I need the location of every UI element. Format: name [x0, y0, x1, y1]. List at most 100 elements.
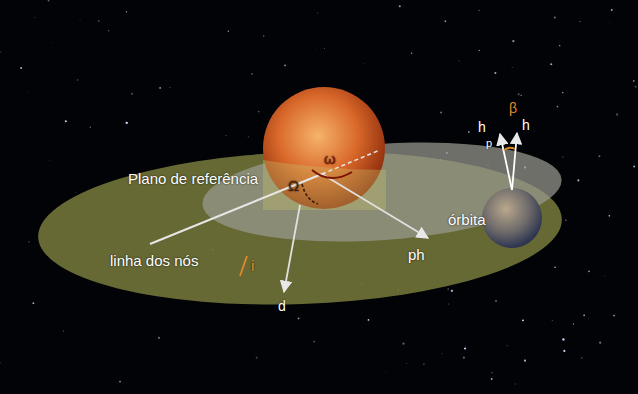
star: [423, 363, 425, 365]
star: [317, 12, 319, 14]
star: [169, 87, 171, 89]
star: [251, 73, 253, 75]
star: [464, 345, 466, 347]
star: [263, 123, 265, 125]
star: [581, 357, 582, 358]
star: [464, 347, 466, 349]
star: [633, 166, 635, 168]
star: [402, 343, 404, 345]
star: [495, 300, 496, 301]
star: [565, 220, 566, 221]
star: [608, 215, 610, 217]
star: [0, 362, 1, 363]
star: [478, 10, 479, 11]
star: [256, 357, 258, 359]
hp-subscript: p: [486, 137, 492, 150]
star: [603, 275, 605, 277]
star: [599, 155, 601, 157]
inclination-mark: [240, 256, 247, 276]
star: [491, 378, 493, 380]
hp-label: h: [478, 119, 486, 135]
star: [517, 93, 519, 95]
star: [491, 372, 492, 373]
star: [90, 127, 91, 128]
star: [633, 80, 635, 82]
star: [550, 63, 552, 65]
star: [298, 317, 300, 319]
star: [554, 266, 555, 267]
star: [385, 372, 387, 374]
star: [126, 122, 128, 124]
star: [0, 51, 1, 52]
beta-symbol: β: [509, 100, 517, 116]
star: [479, 50, 480, 51]
star: [440, 112, 442, 114]
line-of-nodes-dashed: [322, 150, 380, 174]
h-label: h: [522, 117, 530, 133]
star: [573, 323, 574, 324]
star: [65, 120, 67, 122]
star: [49, 159, 51, 161]
star: [514, 383, 516, 385]
star: [463, 357, 465, 359]
beta-arc: [504, 148, 515, 150]
arg-perihelion-symbol: ω: [324, 150, 336, 167]
star: [368, 319, 370, 321]
star: [608, 21, 610, 23]
star: [79, 20, 81, 22]
star: [158, 337, 160, 339]
star: [26, 90, 28, 92]
star: [461, 353, 463, 355]
star: [258, 111, 259, 112]
star: [588, 270, 590, 272]
star: [20, 67, 22, 69]
omega-node-arc: [302, 184, 318, 204]
star: [411, 53, 412, 54]
star: [554, 17, 556, 19]
star: [559, 45, 560, 46]
star: [108, 30, 109, 31]
inclination-symbol: i: [251, 257, 254, 274]
star: [131, 93, 133, 95]
star: [562, 156, 563, 157]
star: [511, 67, 513, 69]
star: [562, 92, 563, 93]
star: [32, 302, 34, 304]
d-arrow: [284, 205, 300, 292]
star: [119, 381, 121, 383]
perihelion-arrow: [322, 174, 428, 238]
star: [444, 20, 446, 22]
planet: [482, 188, 542, 248]
star: [611, 9, 613, 11]
hp-arrow: [500, 134, 512, 190]
arg-perihelion-arc: [312, 170, 352, 178]
star: [159, 87, 161, 89]
star: [635, 86, 637, 88]
omega-node-symbol: Ω: [288, 177, 299, 194]
star: [263, 35, 264, 36]
orbit-label: órbita: [448, 211, 486, 228]
star: [406, 362, 408, 364]
d-label: d: [278, 298, 286, 314]
star: [583, 314, 585, 316]
star: [228, 31, 229, 32]
star: [315, 47, 317, 49]
star: [313, 341, 315, 343]
star: [563, 350, 565, 352]
star-field: [0, 0, 636, 384]
star: [494, 72, 496, 74]
star: [324, 47, 326, 49]
star: [75, 192, 77, 194]
star: [77, 79, 78, 80]
star: [468, 131, 470, 133]
star: [613, 315, 615, 317]
star: [451, 290, 453, 292]
nodes-line-label: linha dos nós: [110, 252, 198, 269]
star: [441, 353, 443, 355]
star: [447, 288, 449, 290]
star: [98, 20, 99, 21]
star: [363, 63, 365, 65]
star: [506, 345, 508, 347]
h-arrow: [512, 133, 517, 190]
